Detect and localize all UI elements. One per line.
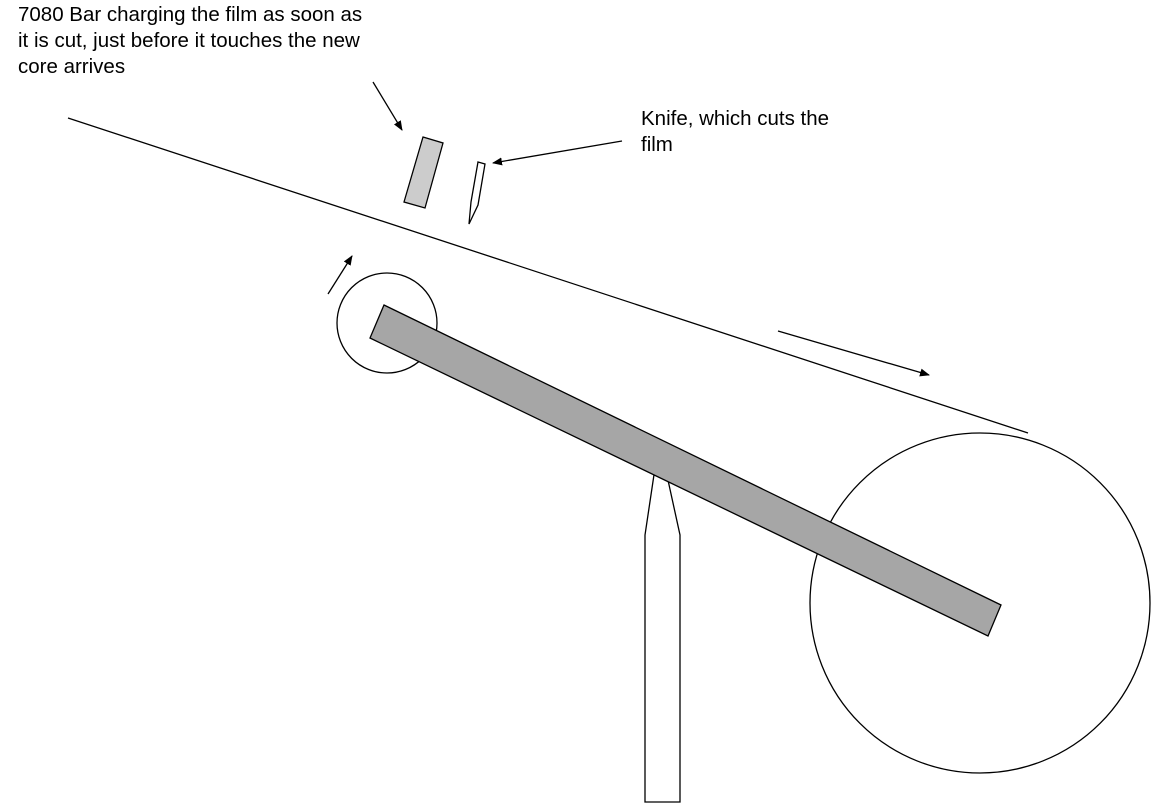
knife-label-line: Knife, which cuts the [641,107,830,130]
charging-bar-label-line: 7080 Bar charging the film as soon as [18,3,363,26]
arrow-knife-label-to-knife [492,140,623,166]
web-direction-arrow [777,330,930,377]
charging-bar-label: 7080 Bar charging the film as soon as it… [18,2,362,80]
knife-label: Knife, which cuts the film [641,106,829,158]
support-post [644,467,681,803]
swing-arm [369,304,1002,637]
arrow-bar-label-to-bar [372,81,403,131]
charging-bar-label-line: core arrives [18,55,126,78]
knife-label-line: film [641,133,673,156]
new-core [336,272,438,374]
charging-bar [403,136,444,209]
core-rotation-arrow [327,255,353,295]
film-web-line [67,117,1029,434]
knife-blade [468,161,486,225]
charging-bar-label-line: it is cut, just before it touches the ne… [18,29,360,52]
large-roll [809,432,1151,774]
